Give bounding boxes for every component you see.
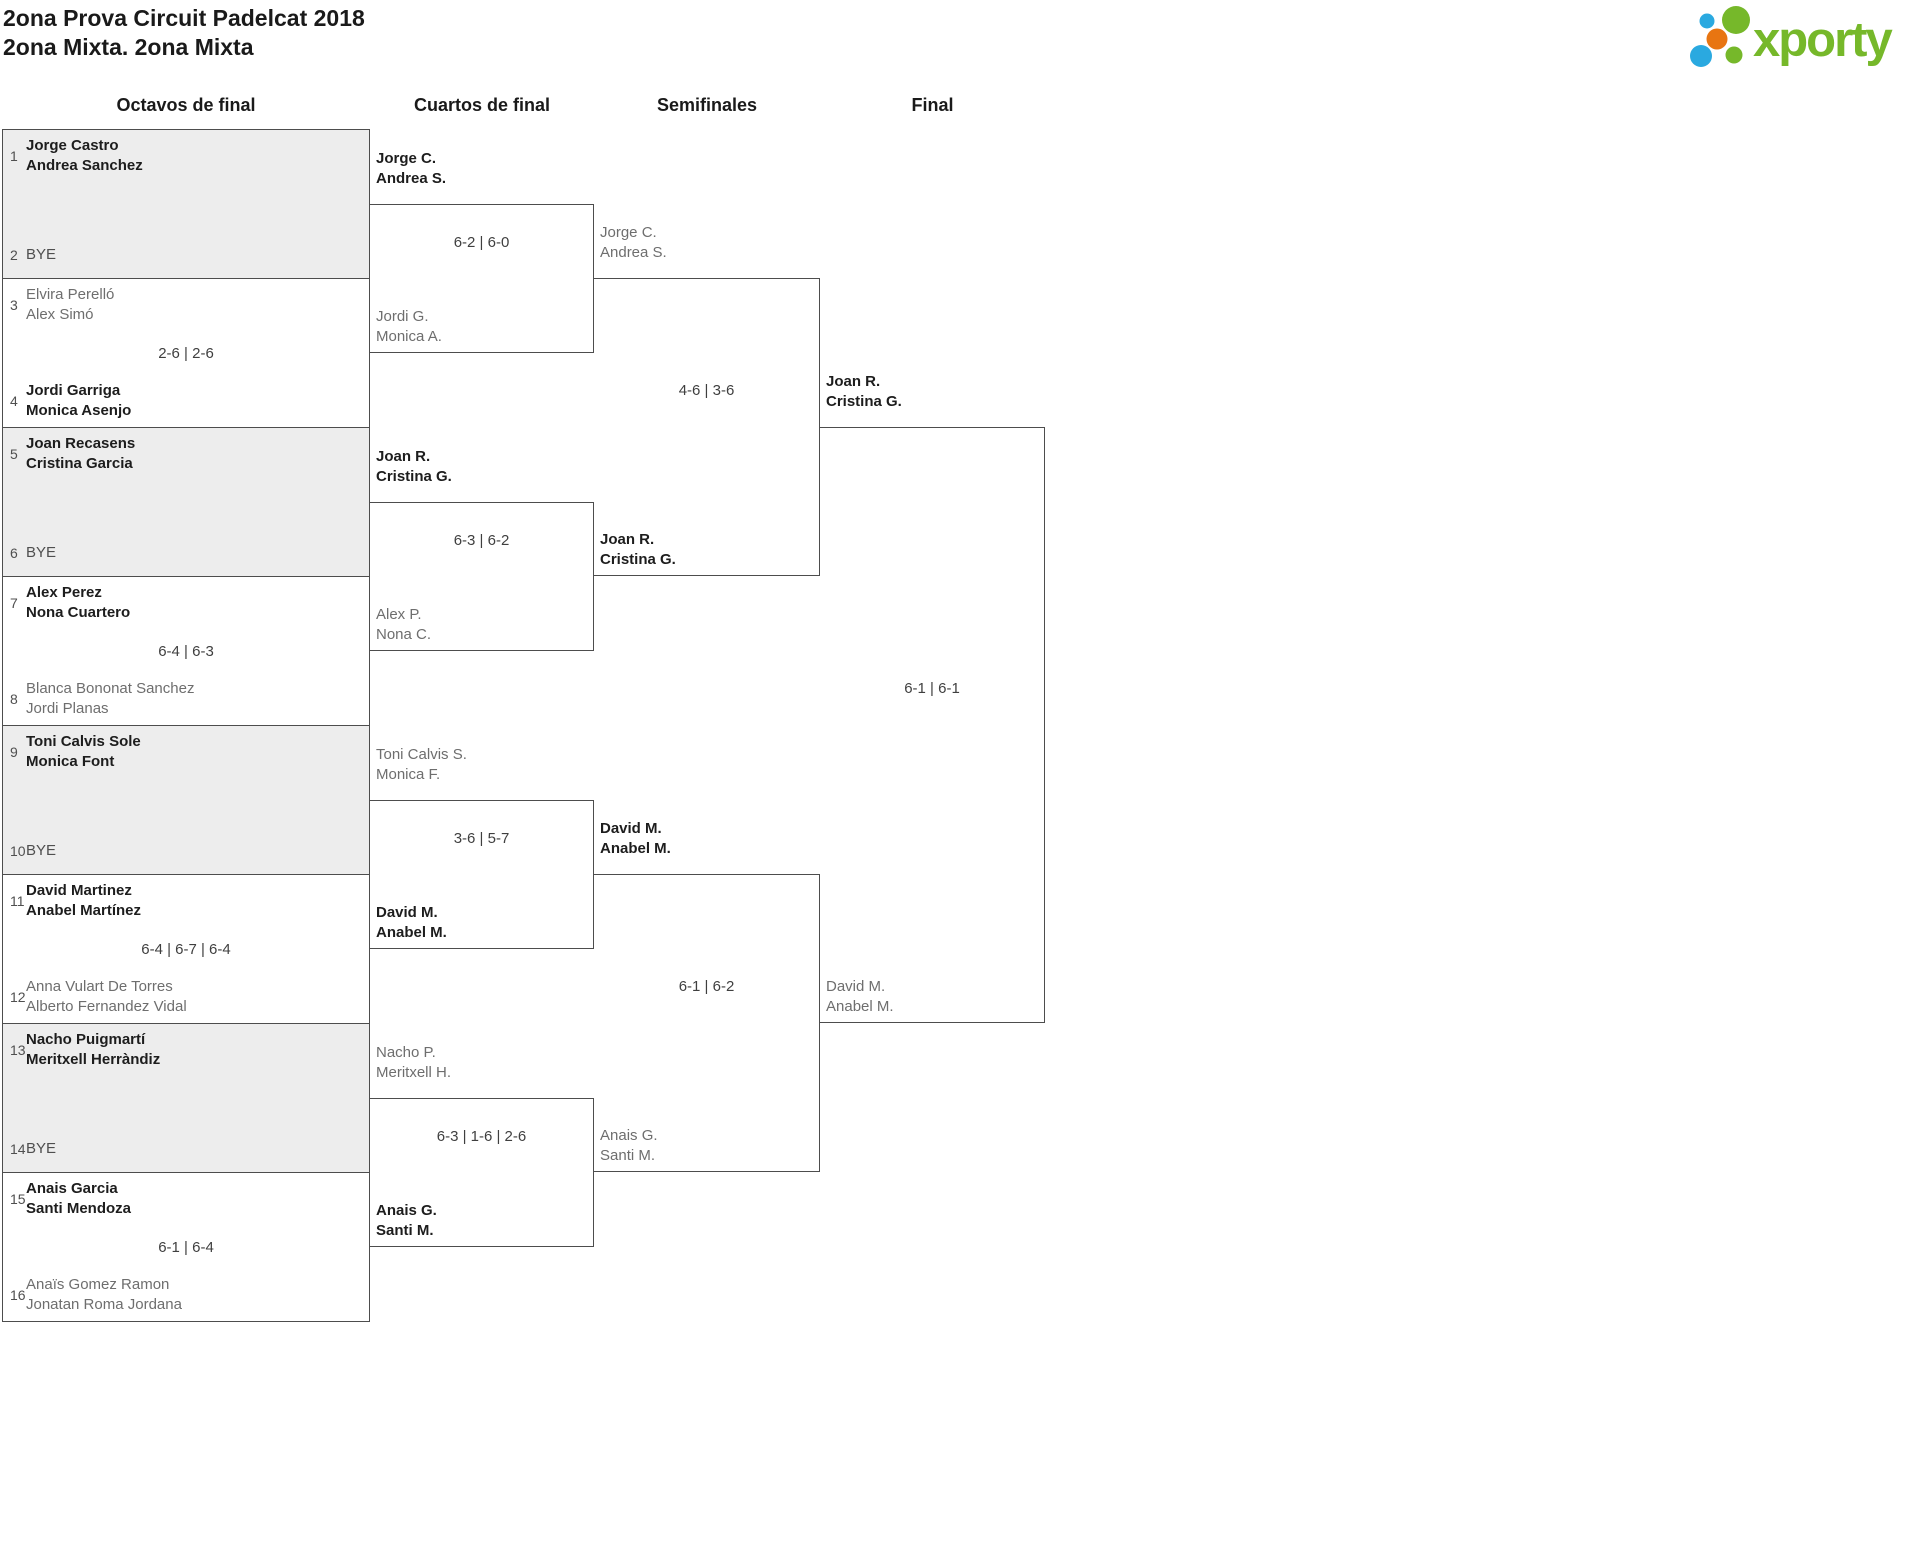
team-names: Elvira Perelló Alex Simó — [26, 286, 115, 323]
round-header-final: Final — [911, 95, 954, 115]
qf-match-1: Jorge C. Andrea S. 6-2 | 6-0 Jordi G. Mo… — [370, 150, 594, 353]
r16-match-3: 5 Joan Recasens Cristina Garcia 6 BYE — [2, 427, 370, 577]
bye-label: BYE — [26, 544, 57, 561]
seed-number: 5 — [10, 446, 18, 462]
page-title: 2ona Prova Circuit Padelcat 2018 — [3, 5, 365, 31]
match-score: 6-2 | 6-0 — [453, 234, 510, 251]
r16-match-7: 13 Nacho Puigmartí Meritxell Herràndiz 1… — [2, 1023, 370, 1173]
bye-label: BYE — [26, 842, 57, 859]
seed-number: 4 — [10, 393, 18, 409]
seed-number: 13 — [10, 1042, 26, 1058]
seed-number: 15 — [10, 1191, 26, 1207]
team-names: David M. Anabel M. — [376, 904, 447, 941]
team-names: Jorge C. Andrea S. — [376, 150, 447, 187]
team-names: David Martinez Anabel Martínez — [26, 882, 142, 919]
round-header-cuartos: Cuartos de final — [413, 95, 551, 115]
seed-number: 8 — [10, 691, 18, 707]
sf-match-2: David M. Anabel M. 6-1 | 6-2 Anais G. Sa… — [594, 820, 820, 1172]
team-names: Anais Garcia Santi Mendoza — [26, 1180, 132, 1217]
seed-number: 9 — [10, 744, 18, 760]
team-names: Alex Perez Nona Cuartero — [26, 584, 131, 621]
r16-match-2: 3 Elvira Perelló Alex Simó 2-6 | 2-6 4 J… — [2, 278, 370, 428]
team-names: Jorge C. Andrea S. — [600, 224, 667, 261]
seed-number: 10 — [10, 843, 26, 859]
team-names: Anais G. Santi M. — [376, 1202, 437, 1239]
seed-number: 2 — [10, 247, 18, 263]
qf-match-2: Joan R. Cristina G. 6-3 | 6-2 Alex P. No… — [370, 448, 594, 651]
team-names: Blanca Bononat Sanchez Jordi Planas — [26, 680, 195, 717]
page-subtitle: 2ona Mixta. 2ona Mixta — [3, 34, 254, 60]
match-score: 6-1 | 6-2 — [678, 978, 735, 995]
team-names: Joan Recasens Cristina Garcia — [26, 435, 136, 472]
match-score: 4-6 | 3-6 — [678, 382, 735, 399]
seed-number: 12 — [10, 989, 26, 1005]
round-header-semifinales: Semifinales — [656, 95, 758, 115]
team-names: Jordi G. Monica A. — [376, 308, 442, 345]
r16-match-4: 7 Alex Perez Nona Cuartero 6-4 | 6-3 8 B… — [2, 576, 370, 726]
sf-match-1: Jorge C. Andrea S. 4-6 | 3-6 Joan R. Cri… — [594, 224, 820, 576]
team-names: Jordi Garriga Monica Asenjo — [26, 382, 132, 419]
qf-match-4: Nacho P. Meritxell H. 6-3 | 1-6 | 2-6 An… — [370, 1044, 594, 1247]
seed-number: 3 — [10, 297, 18, 313]
xporty-logo-text: xporty — [1753, 13, 1893, 67]
seed-number: 14 — [10, 1141, 26, 1157]
match-score: 6-3 | 6-2 — [453, 532, 510, 549]
match-score: 6-4 | 6-3 — [158, 643, 214, 660]
qf-match-3: Toni Calvis S. Monica F. 3-6 | 5-7 David… — [370, 746, 594, 949]
xporty-logo-mark — [1690, 6, 1750, 67]
team-names: Nacho Puigmartí Meritxell Herràndiz — [26, 1031, 161, 1068]
seed-number: 16 — [10, 1287, 26, 1303]
r16-match-8: 15 Anais Garcia Santi Mendoza 6-1 | 6-4 … — [2, 1172, 370, 1322]
r16-match-6: 11 David Martinez Anabel Martínez 6-4 | … — [2, 874, 370, 1024]
team-names: David M. Anabel M. — [826, 978, 894, 1015]
team-names: Joan R. Cristina G. — [376, 448, 452, 485]
seed-number: 7 — [10, 595, 18, 611]
team-names: David M. Anabel M. — [600, 820, 671, 857]
seed-number: 11 — [10, 893, 25, 909]
bye-label: BYE — [26, 1140, 57, 1157]
final-match: Joan R. Cristina G. 6-1 | 6-1 David M. A… — [820, 373, 1045, 1023]
team-names: Toni Calvis Sole Monica Font — [26, 733, 141, 770]
team-names: Toni Calvis S. Monica F. — [376, 746, 467, 783]
team-names: Alex P. Nona C. — [376, 606, 432, 643]
team-names: Anaïs Gomez Ramon Jonatan Roma Jordana — [26, 1276, 182, 1313]
bye-label: BYE — [26, 246, 57, 263]
round-header-octavos: Octavos de final — [116, 95, 256, 115]
r16-match-5: 9 Toni Calvis Sole Monica Font 10 BYE — [2, 725, 370, 875]
seed-number: 1 — [10, 148, 18, 164]
team-names: Jorge Castro Andrea Sanchez — [26, 137, 143, 174]
r16-match-1: 1 Jorge Castro Andrea Sanchez 2 BYE — [2, 129, 370, 279]
match-score: 2-6 | 2-6 — [158, 345, 214, 362]
match-score: 6-1 | 6-4 — [158, 1239, 214, 1256]
xporty-logo[interactable]: xporty — [1686, 2, 1916, 72]
team-names: Joan R. Cristina G. — [600, 531, 676, 568]
match-score: 6-3 | 1-6 | 2-6 — [436, 1128, 527, 1145]
match-score: 6-1 | 6-1 — [904, 680, 960, 697]
match-score: 6-4 | 6-7 | 6-4 — [141, 941, 231, 958]
team-names: Joan R. Cristina G. — [826, 373, 902, 410]
seed-number: 6 — [10, 545, 18, 561]
team-names: Anna Vulart De Torres Alberto Fernandez … — [26, 978, 187, 1015]
team-names: Anais G. Santi M. — [600, 1127, 658, 1164]
team-names: Nacho P. Meritxell H. — [376, 1044, 452, 1081]
match-score: 3-6 | 5-7 — [453, 830, 510, 847]
